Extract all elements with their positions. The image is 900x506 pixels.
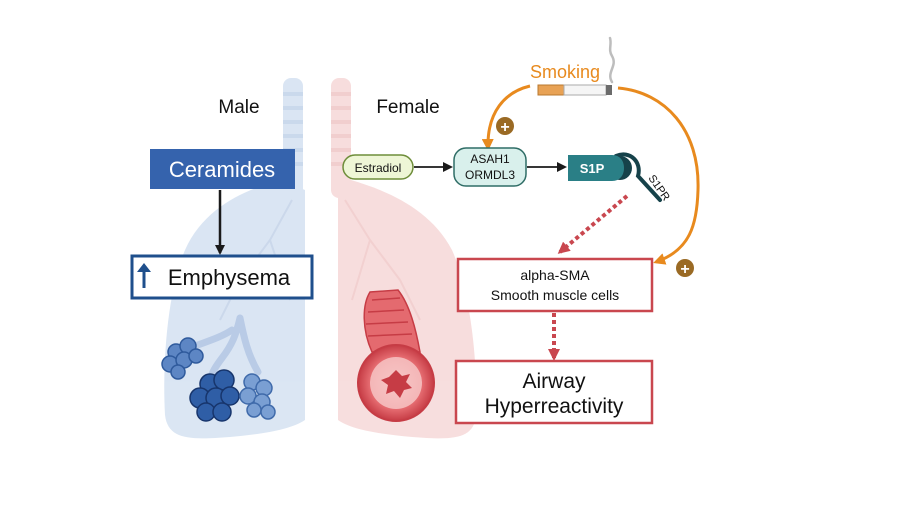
ceramides-label: Ceramides [169,157,275,182]
up-arrow-icon [137,263,151,288]
svg-text:+: + [500,119,509,136]
estradiol-node: Estradiol [342,154,414,180]
cigarette-icon [537,36,615,96]
svg-text:+: + [680,261,689,278]
airway-label: Airway [522,370,586,393]
emphysema-label: Emphysema [168,265,291,290]
s1pr-to-alpha-sma-arrow [557,194,629,254]
hyperreactivity-label: Hyperreactivity [485,395,624,418]
male-heading: Male [218,97,259,118]
asah1-label: ASAH1 [470,152,510,166]
alpha-sma-label: alpha-SMA [520,267,590,283]
plus-badge-alpha-sma: + [676,259,694,278]
ceramides-box: Ceramides [150,149,295,189]
plus-badge-asah1: + [496,117,514,136]
emphysema-box: Emphysema [130,254,314,300]
smoking-label: Smoking [530,62,600,82]
ormdl3-label: ORMDL3 [465,168,515,182]
s1p-node: S1P [568,155,624,181]
airway-cross-section-icon [357,289,435,422]
smoking-to-alpha-sma-arrow [617,86,700,265]
alpha-sma-box: alpha-SMA Smooth muscle cells [456,257,654,313]
s1p-label: S1P [580,161,605,176]
alveoli-icon [161,314,276,422]
female-heading: Female [376,97,439,118]
estradiol-label: Estradiol [355,161,402,175]
smoking-to-asah1-arrow [481,84,531,151]
airway-hyperreactivity-box: Airway Hyperreactivity [454,359,654,425]
asah1-ormdl3-node: ASAH1 ORMDL3 [453,147,527,187]
smooth-muscle-label: Smooth muscle cells [491,287,619,303]
